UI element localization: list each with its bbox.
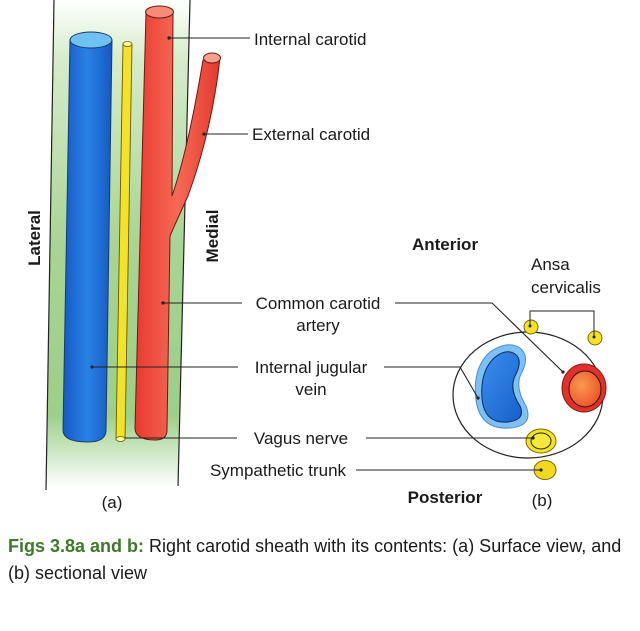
external-carotid-opening xyxy=(203,52,221,64)
pointer-dots xyxy=(90,36,565,440)
vagus-nerve xyxy=(115,41,133,442)
posterior-label: Posterior xyxy=(408,488,483,507)
internal-jugular-vein xyxy=(62,31,113,443)
ansa-label-line1: Ansa xyxy=(531,255,570,274)
sheath-medial-border xyxy=(177,0,191,487)
label-internal-carotid: Internal carotid xyxy=(254,30,366,49)
panel-a-label: (a) xyxy=(102,493,123,512)
cca-cross-section xyxy=(561,363,607,413)
label-ijv-line2: vein xyxy=(295,380,326,399)
leader-cca-right xyxy=(395,302,564,373)
label-common-carotid-line1: Common carotid xyxy=(256,294,381,313)
figure-number: Figs 3.8a and b: xyxy=(8,536,145,556)
panel-b-sectional-view: Anterior Posterior (b) Ansa cervicalis xyxy=(408,235,607,510)
caption-text: Right carotid sheath with its contents: … xyxy=(8,536,622,583)
leader-lines xyxy=(92,37,564,471)
label-common-carotid-line2: artery xyxy=(296,316,340,335)
ijv-cross-section xyxy=(474,344,529,429)
panel-b-label: (b) xyxy=(532,491,553,510)
carotid-artery-tree xyxy=(134,5,221,441)
carotid-sheath-figure: Lateral Medial (a) A xyxy=(25,0,607,512)
label-external-carotid: External carotid xyxy=(252,125,370,144)
label-ijv-line1: Internal jugular xyxy=(255,358,368,377)
internal-carotid-opening xyxy=(145,5,174,19)
panel-a-surface-view: Lateral Medial (a) xyxy=(25,0,222,512)
label-vagus-nerve: Vagus nerve xyxy=(254,429,348,448)
figure-caption: Figs 3.8a and b: Right carotid sheath wi… xyxy=(8,533,633,587)
vagus-cross-section xyxy=(525,428,557,454)
lateral-label: Lateral xyxy=(25,210,44,266)
ansa-label-line2: cervicalis xyxy=(531,278,601,297)
leader-ijv-right xyxy=(384,366,479,399)
ansa-cervicalis xyxy=(523,310,603,346)
sheath-lateral-border xyxy=(45,0,55,491)
anterior-label: Anterior xyxy=(412,235,479,254)
medial-label: Medial xyxy=(203,210,222,263)
label-sympathetic-trunk: Sympathetic trunk xyxy=(210,461,347,480)
